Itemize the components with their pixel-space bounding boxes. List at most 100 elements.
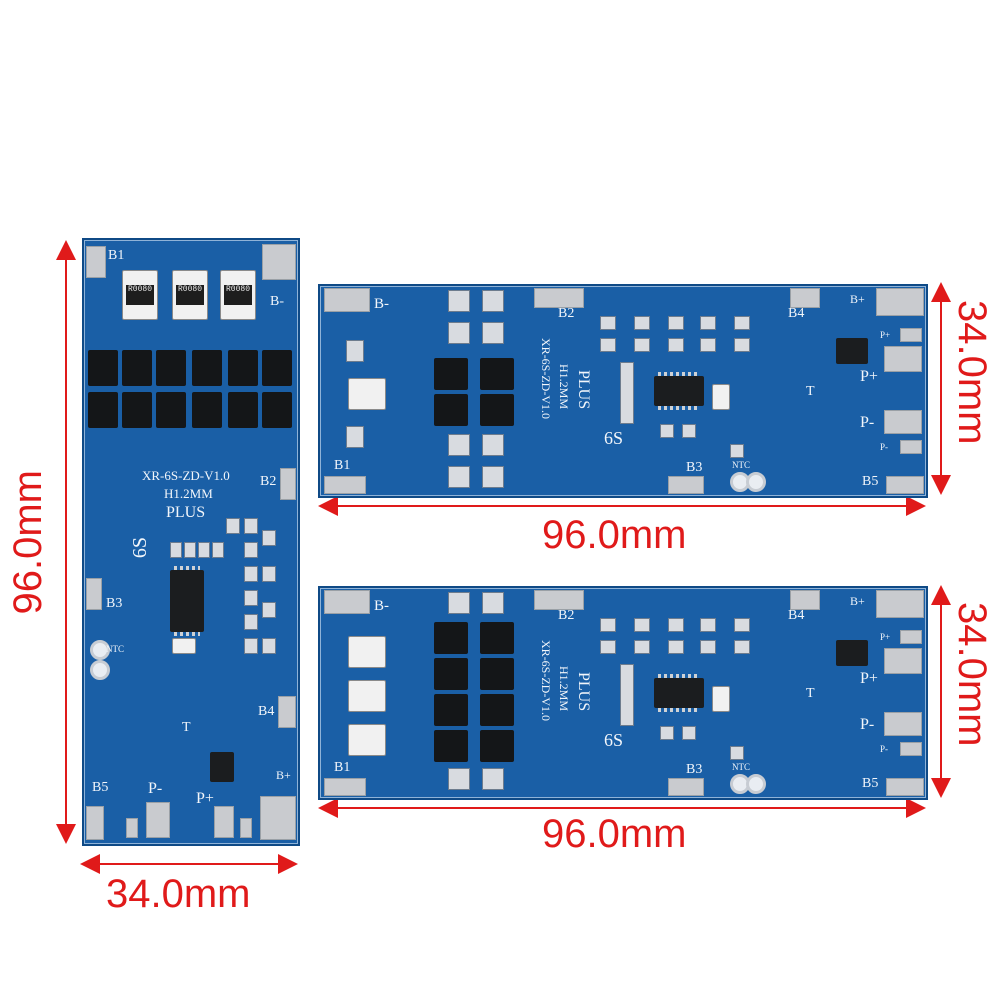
smd-resistor <box>244 590 258 606</box>
smd-resistor <box>244 542 258 558</box>
led-pad <box>482 434 504 456</box>
pad-b4 <box>790 288 820 308</box>
label-p-minus-small: P- <box>880 744 889 754</box>
label-b4: B4 <box>258 704 275 719</box>
label-b1: B1 <box>334 458 351 473</box>
pad-b1 <box>324 778 366 796</box>
ntc-hole <box>90 660 110 680</box>
board-thickness: H1.2MM <box>164 486 213 501</box>
led-pad <box>448 592 470 614</box>
smd-resistor <box>634 338 650 352</box>
bottom-height-label: 34.0mm <box>950 602 994 747</box>
label-p-plus: P+ <box>860 368 878 385</box>
label-ntc: NTC <box>732 460 750 470</box>
smd-resistor <box>620 664 634 726</box>
pad-b4 <box>278 696 296 728</box>
board-series: 6S <box>604 428 624 448</box>
pcb-board-bottom: B- B2 B4 B+ XR-6S-ZD-V1.0 H1.2MM PLUS 6S… <box>318 586 928 800</box>
smd-resistor <box>600 618 616 632</box>
mosfet <box>156 350 186 386</box>
label-b1: B1 <box>108 248 125 263</box>
led-pad <box>448 322 470 344</box>
label-p-plus-small: P+ <box>880 330 891 340</box>
mosfet <box>434 358 468 390</box>
label-ntc: NTC <box>732 762 750 772</box>
smd-resistor <box>170 542 182 558</box>
pad-b-plus <box>260 796 296 840</box>
pad-p-minus-small <box>900 742 922 756</box>
mosfet <box>480 358 514 390</box>
label-b2: B2 <box>260 474 277 489</box>
mosfet <box>480 694 514 726</box>
mosfet <box>88 350 118 386</box>
board-edition: PLUS <box>166 504 206 521</box>
smd-resistor <box>734 316 750 330</box>
capacitor <box>712 686 730 712</box>
mosfet <box>480 622 514 654</box>
label-p-minus: P- <box>860 716 875 733</box>
pad-b3 <box>86 578 102 610</box>
mosfet <box>262 350 292 386</box>
pad-p-plus <box>884 346 922 372</box>
bms-controller-ic <box>654 674 704 712</box>
board-series: 6S <box>604 730 624 750</box>
mosfet <box>156 392 186 428</box>
pad-b3 <box>668 778 704 796</box>
smd-resistor <box>244 614 258 630</box>
pad-b-minus <box>262 244 296 280</box>
smd-resistor <box>634 640 650 654</box>
smd-resistor <box>700 618 716 632</box>
pad-b-minus <box>324 288 370 312</box>
smd-resistor <box>634 618 650 632</box>
label-b2: B2 <box>558 608 575 623</box>
label-b5: B5 <box>862 474 879 489</box>
smd-resistor <box>682 726 696 740</box>
label-t: T <box>182 720 191 735</box>
led-pad <box>482 322 504 344</box>
smd-resistor <box>668 316 684 330</box>
pad-p-minus <box>146 802 170 838</box>
label-b5: B5 <box>92 780 109 795</box>
smd-resistor <box>600 338 616 352</box>
pcb-board-top: B- B2 B4 B+ XR-6S-ZD-V1.0 H1.2MM PLUS 6S… <box>318 284 928 498</box>
top-width-label: 96.0mm <box>542 513 687 557</box>
pad-b2 <box>534 590 584 610</box>
smd-resistor <box>262 566 276 582</box>
mosfet <box>88 392 118 428</box>
smd-resistor <box>226 518 240 534</box>
mosfet <box>434 694 468 726</box>
pad-p-plus-small <box>900 328 922 342</box>
label-p-plus: P+ <box>196 790 214 807</box>
board-thickness: H1.2MM <box>557 666 571 712</box>
ntc-hole <box>746 472 766 492</box>
smd-resistor <box>600 316 616 330</box>
pad-b4 <box>790 590 820 610</box>
label-t: T <box>806 686 815 701</box>
smd-resistor <box>700 640 716 654</box>
smd-resistor <box>346 426 364 448</box>
mosfet <box>434 622 468 654</box>
mosfet <box>480 394 514 426</box>
mosfet <box>480 658 514 690</box>
mosfet <box>480 730 514 762</box>
mosfet <box>262 392 292 428</box>
pad-b5 <box>886 476 924 494</box>
shunt-resistor: R0080 <box>122 270 158 320</box>
mosfet <box>434 658 468 690</box>
led-pad <box>482 768 504 790</box>
board-thickness: H1.2MM <box>557 364 571 410</box>
label-b-minus: B- <box>270 294 284 309</box>
board-model: XR-6S-ZD-V1.0 <box>142 468 230 483</box>
mosfet <box>122 392 152 428</box>
smd-resistor <box>262 638 276 654</box>
capacitor <box>172 638 196 654</box>
smd-resistor <box>634 316 650 330</box>
smd-resistor <box>730 444 744 458</box>
smd-resistor <box>734 640 750 654</box>
pad-b2 <box>280 468 296 500</box>
mosfet <box>228 350 258 386</box>
mosfet <box>434 730 468 762</box>
pad-p-minus-small <box>126 818 138 838</box>
smd-resistor <box>600 640 616 654</box>
label-b-plus: B+ <box>850 292 865 306</box>
